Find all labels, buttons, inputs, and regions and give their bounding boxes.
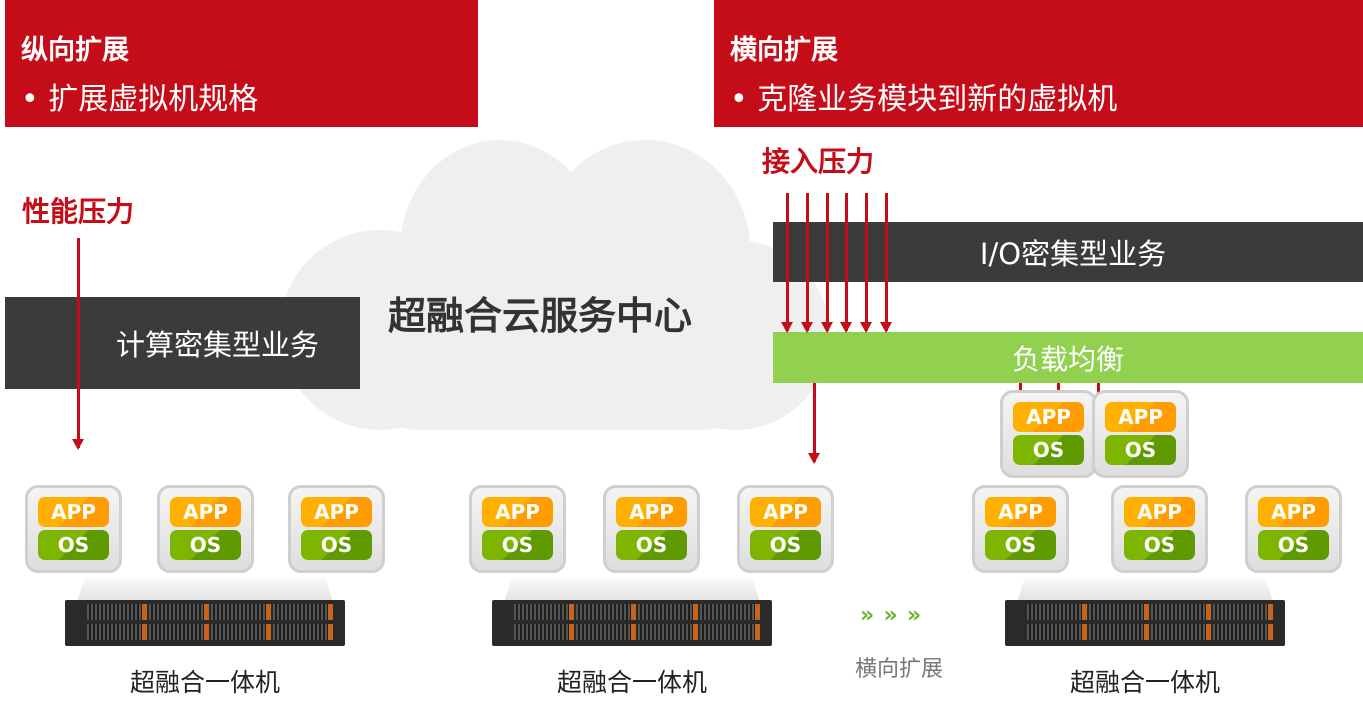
- horizontal-scale-bullet: • 克隆业务模块到新的虚拟机: [730, 82, 1118, 117]
- server-label: 超融合一体机: [1069, 668, 1220, 697]
- app-layer: APP: [616, 497, 687, 527]
- server-label: 超融合一体机: [129, 668, 280, 697]
- arrow-icon: [801, 193, 813, 333]
- os-layer: OS: [1258, 530, 1329, 560]
- app-layer: APP: [1258, 497, 1329, 527]
- os-layer: OS: [1124, 530, 1195, 560]
- drive-bay: [87, 604, 147, 620]
- drive-bay: [87, 624, 147, 640]
- drive-bay: [1213, 624, 1273, 640]
- os-layer: OS: [1013, 435, 1084, 465]
- drive-bay: [1089, 604, 1149, 620]
- drive-bay: [1089, 624, 1149, 640]
- vertical-scale-title: 纵向扩展: [21, 35, 129, 66]
- cloud-title: 超融合云服务中心: [388, 294, 693, 338]
- arrow-icon: [860, 193, 872, 333]
- drive-bay: [638, 604, 698, 620]
- server-icon: [65, 578, 345, 648]
- arrow-icon: [808, 383, 820, 464]
- app-layer: APP: [1013, 402, 1084, 432]
- drive-bay: [273, 624, 333, 640]
- vertical-scale-bullet: • 扩展虚拟机规格: [21, 82, 259, 117]
- os-layer: OS: [750, 530, 821, 560]
- access-pressure-label: 接入压力: [762, 145, 875, 178]
- compute-intensive-label: 计算密集型业务: [115, 328, 319, 362]
- horizontal-scale-panel: 横向扩展 • 克隆业务模块到新的虚拟机: [714, 0, 1363, 127]
- drive-bay: [1151, 624, 1211, 640]
- drive-bay: [1027, 624, 1087, 640]
- os-layer: OS: [301, 530, 372, 560]
- drive-bay: [576, 604, 636, 620]
- load-balancer-label: 负载均衡: [1011, 342, 1124, 376]
- drive-bay: [211, 604, 271, 620]
- os-layer: OS: [1105, 435, 1176, 465]
- performance-pressure-label: 性能压力: [22, 195, 135, 228]
- app-layer: APP: [985, 497, 1056, 527]
- io-intensive-label: I/O密集型业务: [979, 237, 1167, 271]
- scale-out-label: 横向扩展: [855, 657, 944, 682]
- app-layer: APP: [1105, 402, 1176, 432]
- os-layer: OS: [482, 530, 553, 560]
- arrow-icon: [72, 238, 84, 450]
- arrow-icon: [880, 193, 892, 333]
- os-layer: OS: [38, 530, 109, 560]
- drive-bay: [514, 624, 574, 640]
- app-layer: APP: [482, 497, 553, 527]
- drive-bay: [1151, 604, 1211, 620]
- app-layer: APP: [38, 497, 109, 527]
- compute-intensive-box: 计算密集型业务: [5, 297, 360, 389]
- app-layer: APP: [750, 497, 821, 527]
- server-label: 超融合一体机: [556, 668, 707, 697]
- os-layer: OS: [985, 530, 1056, 560]
- vertical-scale-panel: 纵向扩展 • 扩展虚拟机规格: [5, 0, 478, 127]
- arrow-icon: [821, 193, 833, 333]
- load-balancer-box: 负载均衡: [773, 332, 1363, 383]
- arrow-icon: [840, 193, 852, 333]
- drive-bay: [576, 624, 636, 640]
- server-icon: [492, 578, 772, 648]
- drive-bay: [700, 604, 760, 620]
- drive-bay: [273, 604, 333, 620]
- drive-bay: [1027, 604, 1087, 620]
- arrow-icon: [781, 193, 793, 333]
- horizontal-scale-title: 横向扩展: [730, 35, 838, 66]
- drive-bay: [638, 624, 698, 640]
- drive-bay: [211, 624, 271, 640]
- drive-bay: [700, 624, 760, 640]
- drive-bay: [514, 604, 574, 620]
- app-layer: APP: [301, 497, 372, 527]
- app-layer: APP: [1124, 497, 1195, 527]
- os-layer: OS: [170, 530, 241, 560]
- io-intensive-box: I/O密集型业务: [773, 222, 1363, 282]
- scale-out-chevrons-icon: » » »: [860, 603, 921, 628]
- drive-bay: [1213, 604, 1273, 620]
- os-layer: OS: [616, 530, 687, 560]
- drive-bay: [149, 604, 209, 620]
- app-layer: APP: [170, 497, 241, 527]
- server-icon: [1005, 578, 1285, 648]
- drive-bay: [149, 624, 209, 640]
